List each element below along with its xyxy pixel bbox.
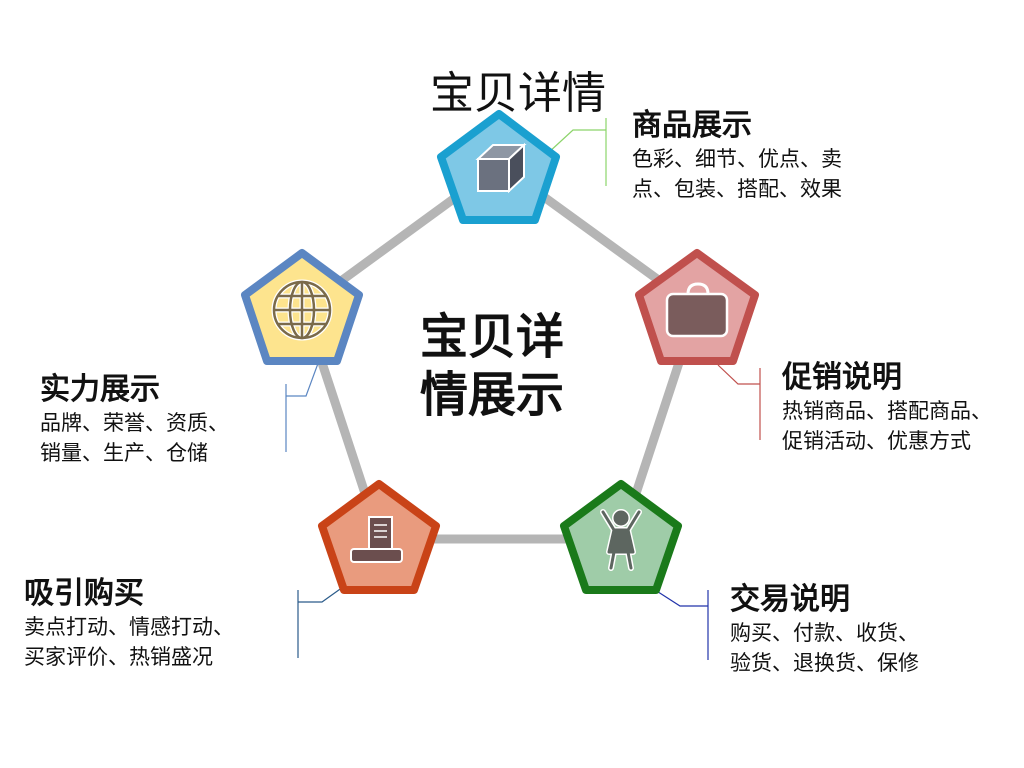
group-promo-line-1: 热销商品、搭配商品、: [782, 399, 992, 423]
group-purchase-title: 吸引购买: [24, 576, 144, 611]
node-promo: [635, 249, 759, 365]
group-trade-line-1: 购买、付款、收货、: [730, 621, 919, 645]
center-title-line-2: 情展示: [420, 367, 565, 423]
group-purchase-line-2: 买家评价、热销盛况: [24, 645, 213, 669]
node-purchase: [318, 480, 440, 594]
cube-icon: [475, 142, 527, 194]
center-title: 宝贝详 情展示: [420, 308, 590, 424]
briefcase-icon: [665, 282, 729, 338]
node-trade: [560, 480, 682, 594]
center-title-line-1: 宝贝详: [420, 309, 565, 365]
group-product-title: 商品展示: [632, 108, 752, 143]
group-promo-title: 促销说明: [782, 360, 902, 395]
connector-promo: [717, 364, 761, 440]
node-strength: [241, 249, 363, 365]
group-trade-title: 交易说明: [730, 582, 850, 617]
group-product-line-1: 色彩、细节、优点、卖: [632, 147, 842, 171]
connector-purchase: [297, 586, 344, 658]
group-purchase: 吸引购买 卖点打动、情感打动、 买家评价、热销盛况: [24, 576, 234, 672]
top-title: 宝贝详情: [430, 68, 606, 119]
group-strength-line-2: 销量、生产、仓储: [40, 441, 208, 465]
group-strength-line-1: 品牌、荣誉、资质、: [40, 411, 229, 435]
group-purchase-line-1: 卖点打动、情感打动、: [24, 615, 234, 639]
group-trade: 交易说明 购买、付款、收货、 验货、退换货、保修: [730, 582, 919, 678]
group-trade-line-2: 验货、退换货、保修: [730, 651, 919, 675]
globe-icon-inner: [272, 280, 332, 340]
computer-icon: [350, 516, 403, 563]
group-strength-title: 实力展示: [40, 372, 160, 407]
person-arms-up-fill: [601, 510, 641, 570]
node-product: [437, 110, 560, 224]
group-strength: 实力展示 品牌、荣誉、资质、 销量、生产、仓储: [40, 372, 229, 468]
connector-trade: [651, 587, 709, 660]
group-promo: 促销说明 热销商品、搭配商品、 促销活动、优惠方式: [782, 360, 992, 456]
group-product-line-2: 点、包装、搭配、效果: [632, 177, 842, 201]
connector-product: [547, 118, 607, 186]
group-promo-line-2: 促销活动、优惠方式: [782, 429, 971, 453]
connector-strength: [285, 357, 321, 452]
group-product: 商品展示 色彩、细节、优点、卖 点、包装、搭配、效果: [632, 108, 842, 204]
